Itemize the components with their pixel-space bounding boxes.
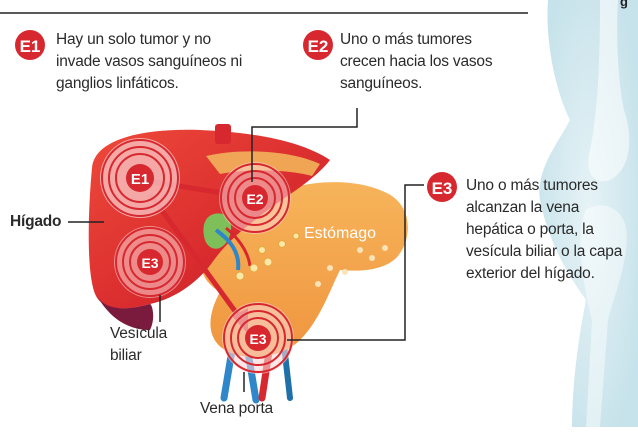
gallbladder-label-line: Vesícula xyxy=(110,325,167,342)
tumor-target-e3-left: E3 xyxy=(114,226,186,298)
tumor-target-e3-lower: E3 xyxy=(222,302,294,374)
badge-e2: E2 xyxy=(303,30,333,60)
stomach-label: Estómago xyxy=(304,225,376,242)
tumor-markers: E1 E2 E3 E3 xyxy=(100,138,294,374)
stage-e2-line: sanguíneos. xyxy=(340,75,423,92)
aorta xyxy=(215,124,231,144)
stage-e2-description: Uno o más tumores crecen hacia los vasos… xyxy=(340,29,540,95)
header-fragment: g xyxy=(620,0,628,9)
liver-label: Hígado xyxy=(10,213,62,230)
gallbladder-label-line: biliar xyxy=(110,347,142,364)
stomach-dots xyxy=(315,245,388,287)
background-bone-silhouette xyxy=(539,0,638,427)
stage-e1-line: ganglios linfáticos. xyxy=(56,75,179,92)
stage-e3-description: Uno o más tumores alcanzan la vena hepát… xyxy=(466,175,636,285)
stage-e3-line: hepática o porta, la xyxy=(466,221,594,238)
tumor-target-e2: E2 xyxy=(219,162,291,234)
leader-lines xyxy=(68,108,424,392)
stage-e2-line: crecen hacia los vasos xyxy=(340,53,493,70)
svg-text:E3: E3 xyxy=(432,179,453,198)
lymph-nodes xyxy=(235,232,300,281)
tumor-label-e2: E2 xyxy=(246,191,263,207)
gallbladder-label: Vesícula biliar xyxy=(110,323,200,367)
badge-e3: E3 xyxy=(427,172,457,202)
badge-e1: E1 xyxy=(15,30,45,60)
liver-underside xyxy=(96,294,154,330)
stage-e1-description: Hay un solo tumor y no invade vasos sang… xyxy=(56,29,286,95)
progression-arrow xyxy=(147,192,243,320)
leader-e2 xyxy=(251,108,358,182)
stage-e3-line: alcanzan la vena xyxy=(466,199,580,216)
stage-e3-line: vesícula biliar o la capa xyxy=(466,243,623,260)
stage-e3-line: exterior del hígado. xyxy=(466,265,595,282)
svg-text:E2: E2 xyxy=(308,37,329,56)
tumor-label-e3: E3 xyxy=(249,331,266,347)
tumor-target-e1: E1 xyxy=(100,138,180,218)
leader-e3 xyxy=(287,184,424,341)
inner-vein xyxy=(214,228,241,271)
stage-e1-line: Hay un solo tumor y no xyxy=(56,31,211,48)
stage-e3-line: Uno o más tumores xyxy=(466,177,598,194)
stage-e2-line: Uno o más tumores xyxy=(340,31,472,48)
tumor-label-e3: E3 xyxy=(141,255,158,271)
tumor-label-e1: E1 xyxy=(131,171,149,188)
portal-vein-label: Vena porta xyxy=(200,400,273,417)
svg-text:E1: E1 xyxy=(20,37,41,56)
inner-artery xyxy=(225,226,252,267)
stage-e1-line: invade vasos sanguíneos ni xyxy=(56,53,243,70)
